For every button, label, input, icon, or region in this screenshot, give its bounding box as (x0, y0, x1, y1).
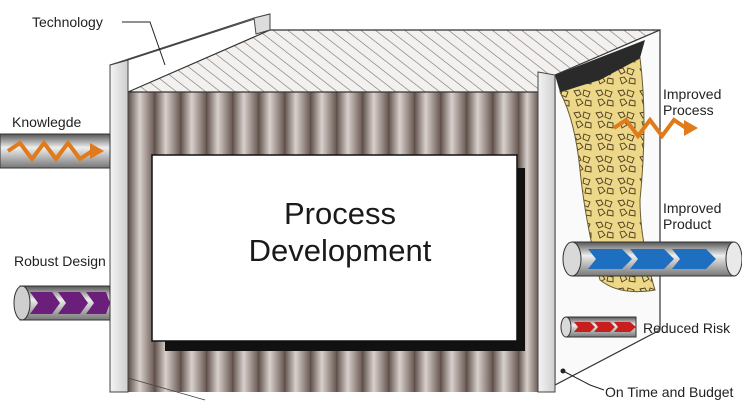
robust-design-label: Robust Design (14, 253, 106, 269)
knowledge-label: Knowlegde (12, 114, 81, 130)
reduced-risk-label: Reduced Risk (643, 320, 730, 336)
on-time-budget-label: On Time and Budget (605, 384, 733, 400)
diagram-title: Process Development (150, 195, 530, 269)
title-line-2: Development (150, 232, 530, 269)
title-line-1: Process (150, 195, 530, 232)
left-panel-edge (254, 14, 270, 34)
left-panel (110, 60, 128, 392)
knowledge-input (0, 134, 110, 168)
reduced-risk-output (561, 317, 636, 337)
improved-product-output (563, 242, 742, 276)
improved-product-label-line2: Product (663, 216, 711, 232)
improved-product-label-line1: Improved (663, 200, 721, 216)
improved-process-label-line1: Improved (663, 86, 721, 102)
robust-design-input (14, 286, 110, 320)
improved-process-label-line2: Process (663, 102, 714, 118)
right-panel (538, 72, 555, 392)
technology-label: Technology (32, 14, 103, 30)
